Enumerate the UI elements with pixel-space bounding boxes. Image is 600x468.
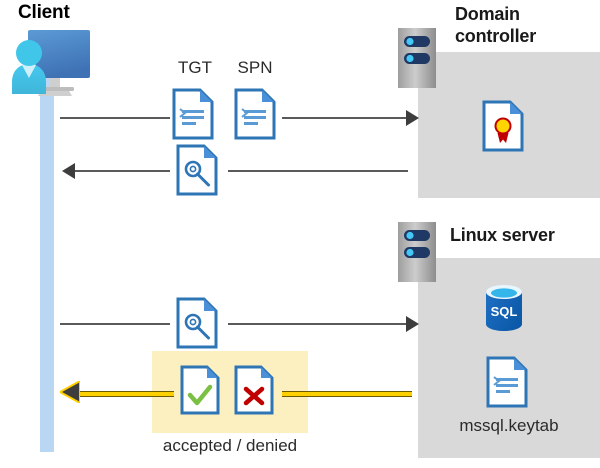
- document-lines-icon: [234, 88, 276, 140]
- certificate-document-icon: [482, 100, 524, 152]
- domain-controller-title: Domain controller: [455, 4, 537, 46]
- document-key-icon: [176, 297, 218, 349]
- arrowhead-to-client-ticket: [62, 163, 75, 179]
- linux-server-title: Linux server: [450, 225, 555, 245]
- auth-result-caption: accepted / denied: [162, 436, 298, 455]
- message-line-request-right: [282, 117, 407, 119]
- user-with-monitor-icon: [6, 26, 98, 102]
- spn-label: SPN: [237, 58, 273, 77]
- keytab-filename-label: mssql.keytab: [459, 416, 559, 435]
- server-rack-icon: [398, 222, 436, 282]
- message-line-request-left: [60, 117, 170, 119]
- message-line-present-left: [60, 323, 170, 325]
- client-title: Client: [18, 2, 70, 23]
- message-line-result-left: [74, 391, 174, 397]
- arrowhead-to-linux-server: [406, 316, 419, 332]
- arrowhead-to-client-result: [57, 379, 81, 408]
- message-line-result-right: [282, 391, 412, 397]
- client-lifeline: [40, 72, 54, 452]
- server-rack-icon: [398, 28, 436, 88]
- keytab-document-icon: [486, 356, 528, 408]
- message-line-ticket-right: [228, 170, 408, 172]
- arrowhead-to-domain-controller: [406, 110, 419, 126]
- document-check-icon: [180, 365, 220, 415]
- message-line-ticket-left: [74, 170, 170, 172]
- document-cross-icon: [234, 365, 274, 415]
- message-line-present-right: [228, 323, 408, 325]
- document-lines-icon: [172, 88, 214, 140]
- svg-text:SQL: SQL: [491, 304, 518, 319]
- tgt-label: TGT: [178, 58, 212, 77]
- document-key-icon: [176, 144, 218, 196]
- sql-database-icon: SQL: [482, 284, 526, 332]
